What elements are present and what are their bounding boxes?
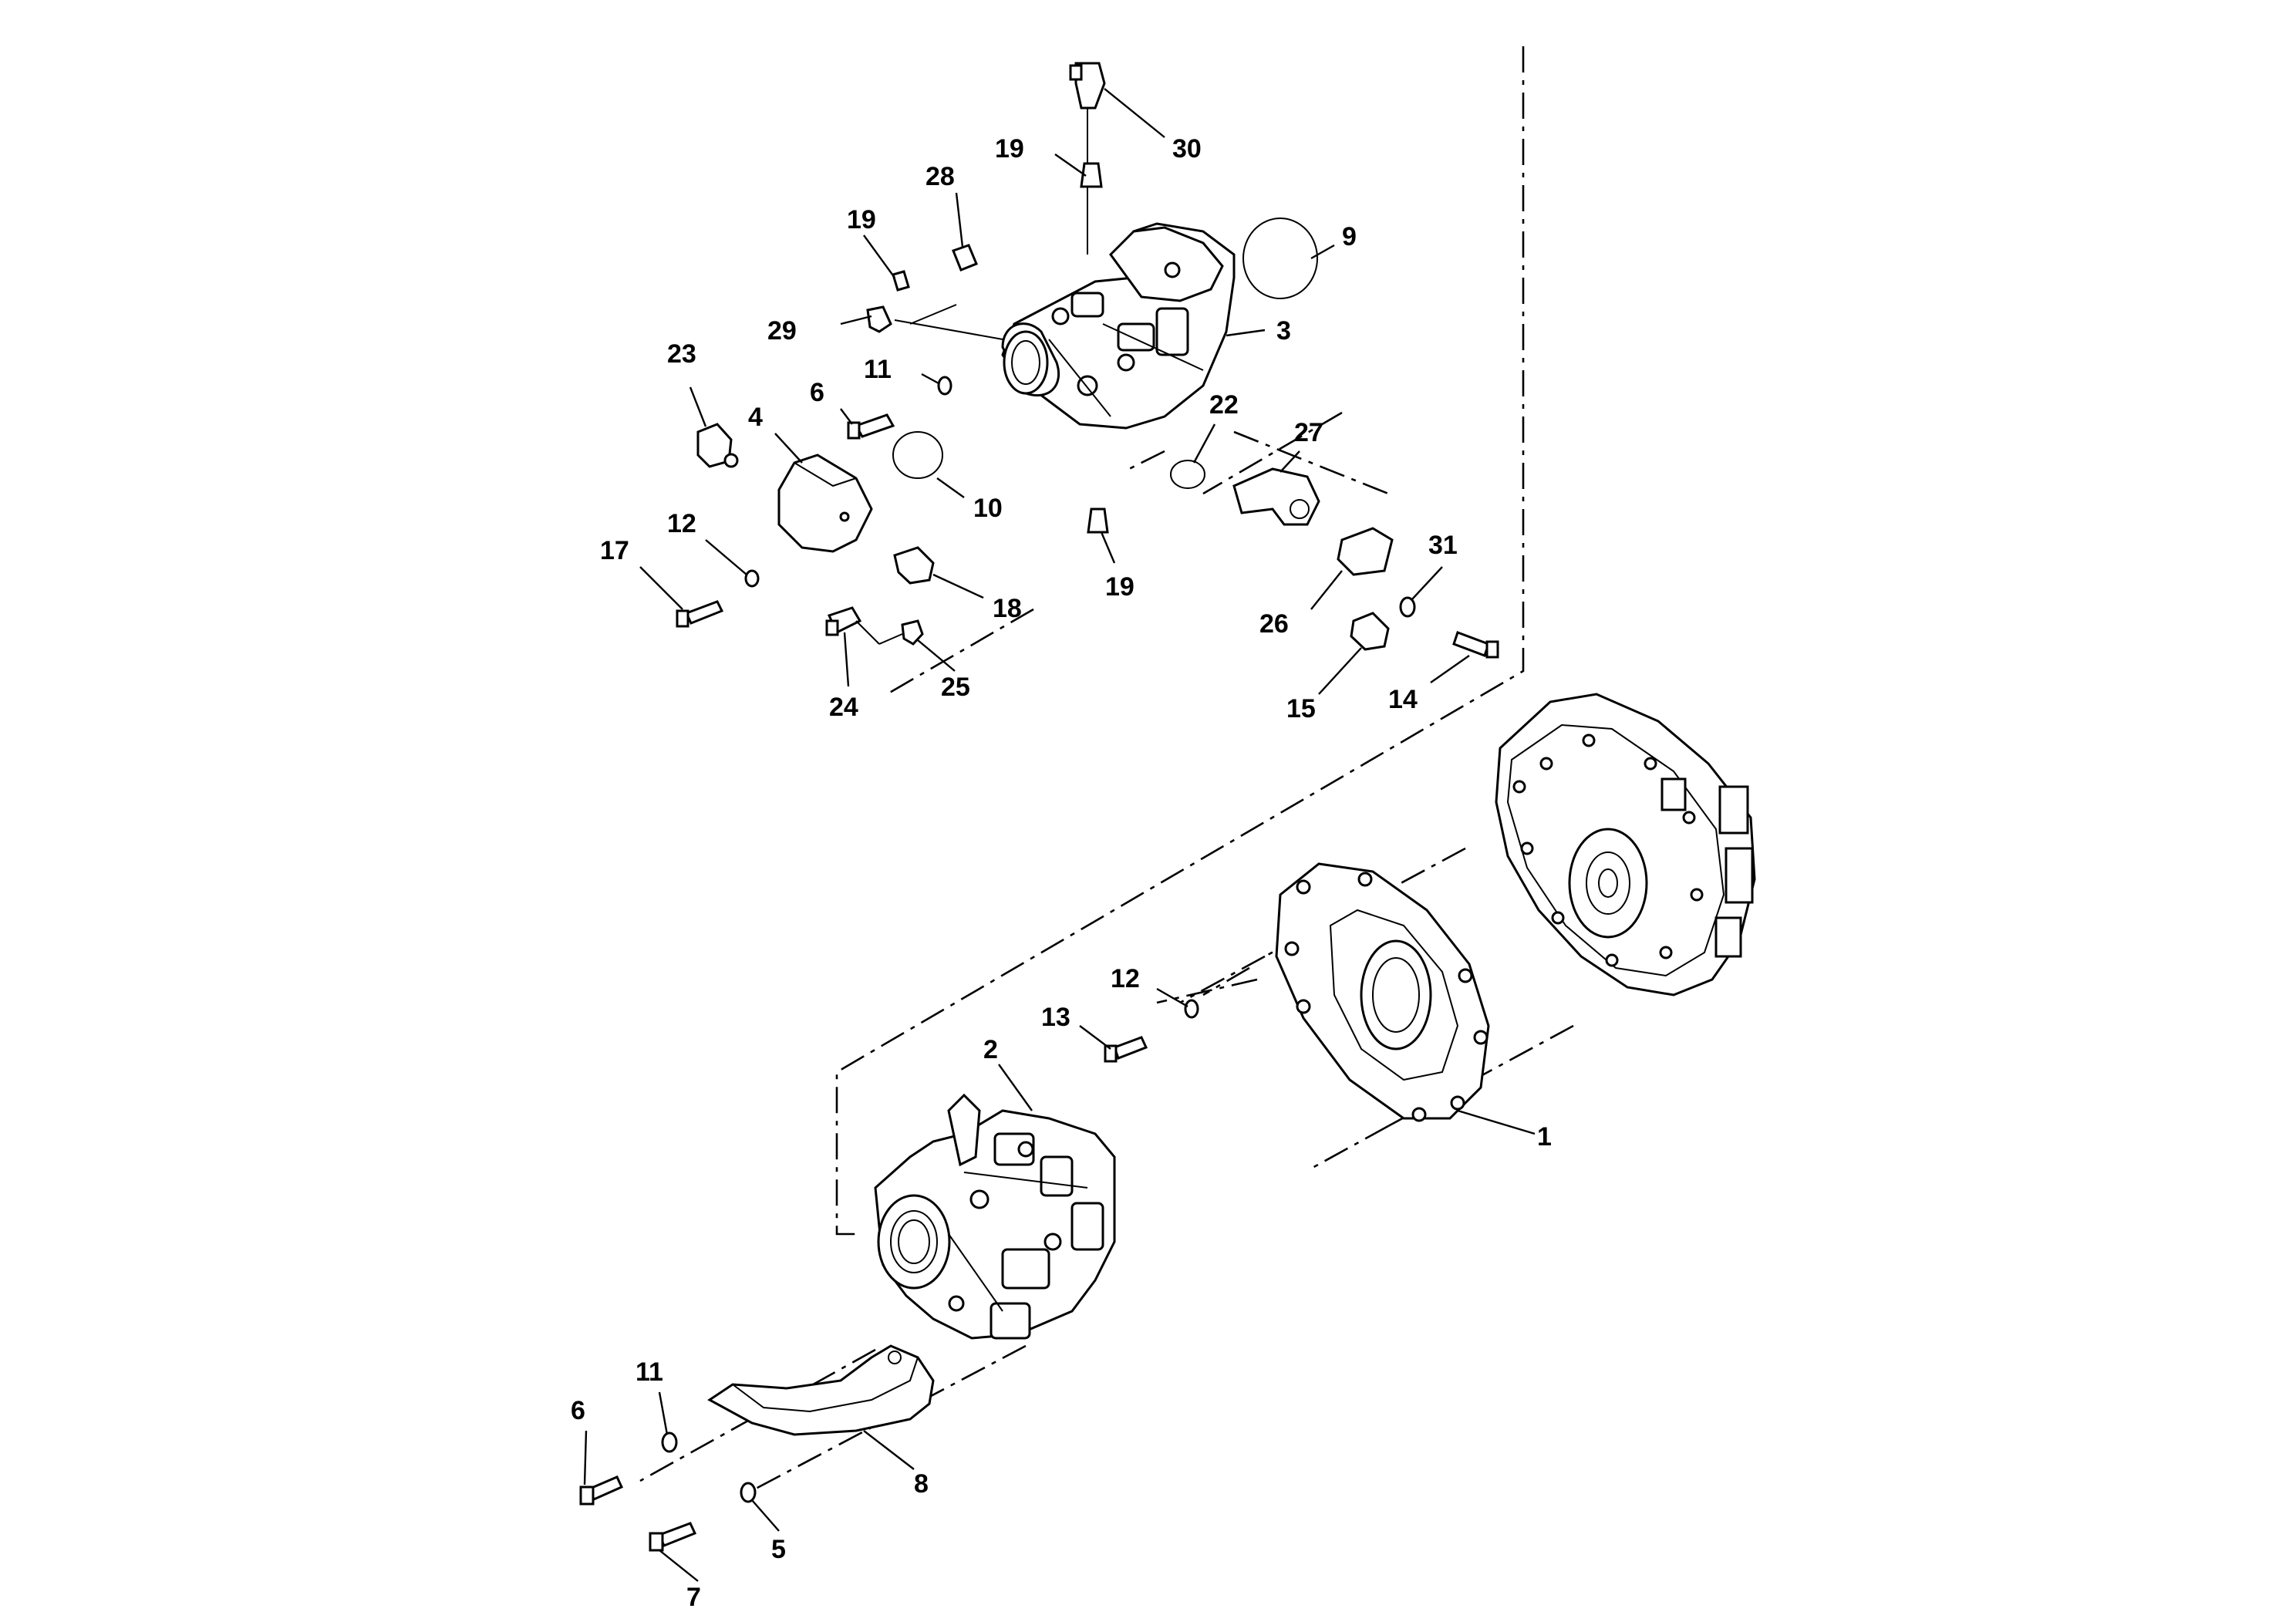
callouts: 30 19 28 19 9 29 3 23 11 6 4 22 27 10 12… bbox=[571, 134, 1552, 1612]
callout-27: 27 bbox=[1294, 418, 1323, 447]
callout-1: 1 bbox=[1537, 1122, 1552, 1152]
callout-25: 25 bbox=[941, 673, 970, 702]
middle-fasteners bbox=[1104, 999, 1199, 1063]
callout-18: 18 bbox=[993, 594, 1022, 623]
callout-26: 26 bbox=[1259, 609, 1289, 639]
callout-4: 4 bbox=[748, 403, 763, 432]
callout-17: 17 bbox=[600, 536, 629, 565]
pump-assembly-lower bbox=[874, 1093, 1116, 1340]
callout-12: 12 bbox=[667, 509, 696, 538]
support-bracket bbox=[707, 1344, 935, 1436]
callout-28: 28 bbox=[925, 162, 955, 191]
callout-5: 5 bbox=[771, 1535, 786, 1564]
callout-2: 2 bbox=[983, 1035, 998, 1064]
callout-7: 7 bbox=[686, 1583, 701, 1612]
callout-19: 19 bbox=[847, 205, 876, 234]
callout-15: 15 bbox=[1286, 694, 1316, 723]
pump-assembly-top bbox=[1001, 222, 1236, 430]
explode-boundary bbox=[835, 46, 1525, 1236]
callout-29: 29 bbox=[767, 316, 797, 346]
coupling-plate bbox=[1275, 862, 1490, 1122]
callout-9: 9 bbox=[1342, 222, 1357, 251]
callout-11: 11 bbox=[636, 1357, 663, 1387]
callout-24: 24 bbox=[829, 693, 858, 722]
callout-11: 11 bbox=[864, 355, 892, 384]
top-fittings bbox=[676, 62, 1499, 659]
callout-19: 19 bbox=[995, 134, 1024, 164]
callout-23: 23 bbox=[667, 339, 696, 369]
callout-22: 22 bbox=[1209, 390, 1239, 420]
callout-13: 13 bbox=[1041, 1003, 1070, 1032]
callout-8: 8 bbox=[914, 1469, 929, 1499]
callout-12: 12 bbox=[1111, 964, 1140, 993]
callout-10: 10 bbox=[973, 494, 1003, 523]
callout-6: 6 bbox=[810, 378, 824, 407]
callout-30: 30 bbox=[1172, 134, 1202, 164]
lower-fasteners bbox=[579, 1431, 757, 1552]
callout-19: 19 bbox=[1105, 572, 1135, 602]
callout-14: 14 bbox=[1388, 685, 1418, 714]
leader-lines bbox=[583, 88, 1536, 1582]
callout-3: 3 bbox=[1276, 316, 1291, 346]
callout-31: 31 bbox=[1428, 531, 1458, 560]
callout-6: 6 bbox=[571, 1396, 585, 1425]
flywheel-housing bbox=[1495, 693, 1756, 996]
